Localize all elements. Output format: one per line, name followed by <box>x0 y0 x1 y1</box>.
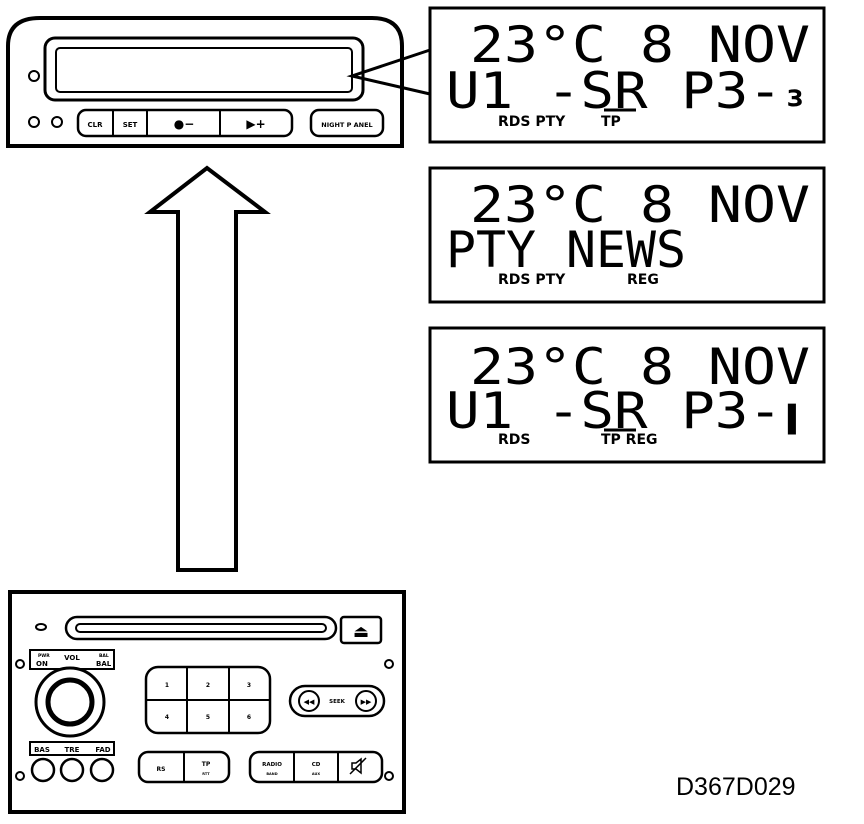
source-button-block <box>248 750 384 784</box>
lcd-indicator-right: TP <box>601 114 621 130</box>
tp-button[interactable]: TP <box>202 761 211 768</box>
volume-knob[interactable] <box>45 677 95 727</box>
clr-button[interactable]: CLR <box>88 121 104 129</box>
lcd-indicator-left: RDS <box>498 432 530 448</box>
seek-back-button[interactable] <box>298 690 320 712</box>
set-button[interactable]: SET <box>123 121 138 129</box>
preset-button-4[interactable]: 4 <box>165 714 169 721</box>
lcd-indicator-left: RDS PTY <box>498 114 566 130</box>
lcd-line-1: 23°C 8 NOV <box>470 16 810 74</box>
seek-forward-button[interactable] <box>355 690 377 712</box>
lcd-screen-frame <box>428 6 826 144</box>
radio-button[interactable]: RADIO <box>262 762 282 768</box>
on-label: ON <box>36 660 48 668</box>
lcd-level-glyph: з <box>786 79 804 114</box>
bass-knob[interactable] <box>30 757 56 783</box>
bal-label: BAL <box>96 660 112 668</box>
lcd-level-glyph: ▌ <box>787 403 804 435</box>
preset-button-6[interactable]: 6 <box>247 714 251 721</box>
eject-button[interactable] <box>339 615 383 645</box>
lcd-indicator-right: TP REG <box>601 432 658 448</box>
svg-text:BAL: BAL <box>99 653 109 659</box>
fader-knob[interactable] <box>89 757 115 783</box>
preset-button-2[interactable]: 2 <box>206 682 210 689</box>
lcd-indicator-left: RDS PTY <box>498 272 566 288</box>
figure-code: D367D029 <box>676 773 796 801</box>
display-unit: CLR SET ●− ▶+ NIGHT P ANEL <box>6 16 404 148</box>
preset-button-1[interactable]: 1 <box>165 682 169 689</box>
screw-icon <box>15 659 25 669</box>
cd-slot-opening <box>75 623 327 633</box>
cd-button[interactable]: CD <box>312 762 321 768</box>
svg-text:AUX: AUX <box>312 772 320 776</box>
screw-icon <box>384 659 394 669</box>
radio-unit: ⏏ PWR ON VOL BAL BAL BAS TRE FAD 1 2 3 4… <box>8 590 406 814</box>
rs-button[interactable]: RS <box>157 766 166 773</box>
screw-icon <box>384 771 394 781</box>
lcd-screen-frame <box>428 166 826 304</box>
lcd-screen-1: 23°C 8 NOV U1 -SR P3- з RDS PTY TP <box>428 6 826 144</box>
fad-label: FAD <box>95 746 110 754</box>
fast-forward-icon: ▶▶ <box>361 698 372 706</box>
bas-label: BAS <box>34 746 50 754</box>
callout-pointer <box>346 48 431 96</box>
display-unit-led-2 <box>28 116 40 128</box>
lcd-indicator-right: REG <box>627 272 659 288</box>
treble-knob[interactable] <box>59 757 85 783</box>
lcd-screen-2: 23°C 8 NOV PTY NEWS RDS PTY REG <box>428 166 826 304</box>
lcd-line-1: 23°C 8 NOV <box>470 176 810 234</box>
lcd-screen-3: 23°C 8 NOV U1 -SR P3- ▌ RDS TP REG <box>428 326 826 464</box>
svg-text:PWR: PWR <box>38 653 50 659</box>
preset-button-5[interactable]: 5 <box>206 714 210 721</box>
night-panel-button-frame <box>309 108 385 138</box>
svg-text:BAND: BAND <box>266 772 277 776</box>
lcd-line-1: 23°C 8 NOV <box>470 338 810 396</box>
display-window-inner <box>55 47 353 93</box>
mute-icon[interactable] <box>349 757 367 775</box>
svg-text:RTT: RTT <box>202 772 210 776</box>
display-unit-led-1 <box>28 70 40 82</box>
minus-button[interactable]: ●− <box>174 117 195 131</box>
eject-icon: ⏏ <box>353 622 369 642</box>
display-unit-led-3 <box>51 116 63 128</box>
plus-button[interactable]: ▶+ <box>246 117 265 131</box>
preset-button-3[interactable]: 3 <box>247 682 251 689</box>
knob-bottom-label-panel <box>29 741 115 756</box>
radio-led <box>35 623 47 631</box>
arrow-up-icon <box>144 165 271 572</box>
seek-label: SEEK <box>329 699 345 705</box>
tre-label: TRE <box>65 746 80 754</box>
rewind-icon: ◀◀ <box>304 698 315 706</box>
lcd-line-2: PTY NEWS <box>446 221 686 279</box>
vol-label: VOL <box>64 654 80 662</box>
screw-icon <box>15 771 25 781</box>
night-panel-button[interactable]: NIGHT P ANEL <box>321 121 372 129</box>
display-button-strip <box>76 108 294 138</box>
lcd-screen-frame <box>428 326 826 464</box>
